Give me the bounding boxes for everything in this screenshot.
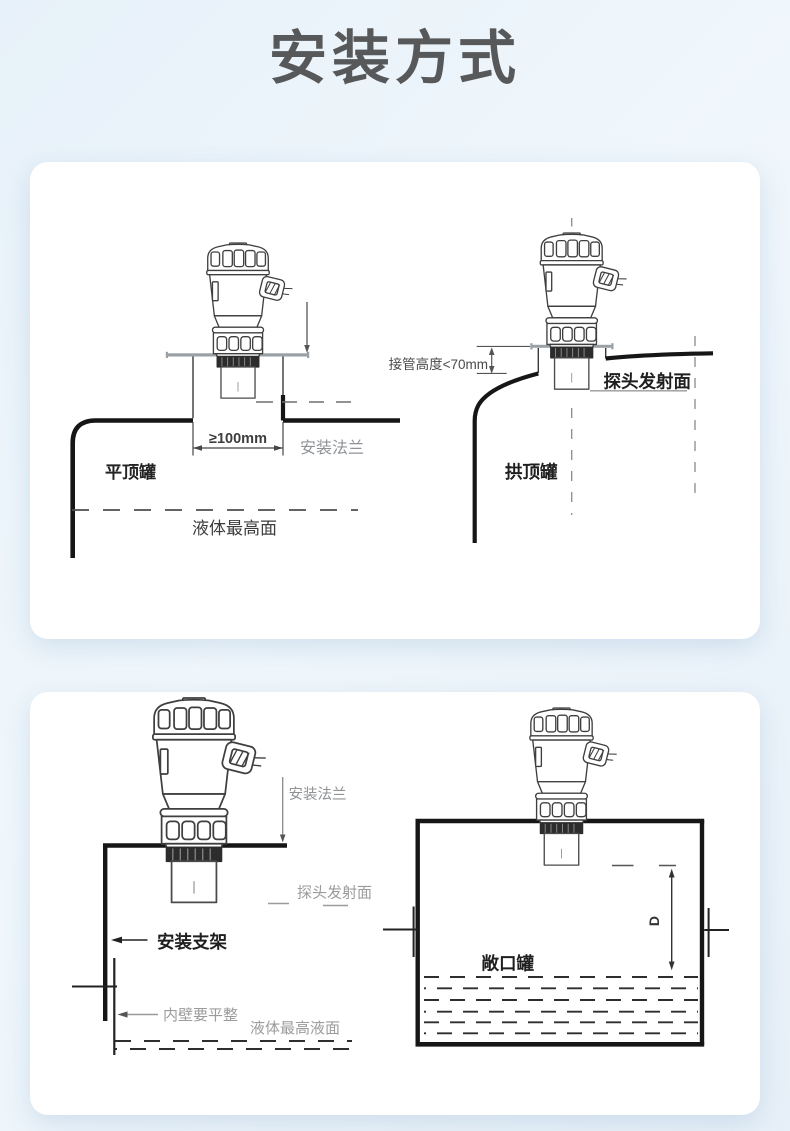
arrow-left-icon — [193, 445, 202, 451]
open-tank-diagram: D 敞口罐 — [383, 707, 729, 1047]
right-pipe-stub — [704, 908, 729, 957]
max-liquid-label: 液体最高液面 — [250, 1020, 340, 1037]
dome-roof-left-wall — [472, 371, 539, 543]
probe-face-label: 探头发射面 — [604, 372, 692, 392]
open-tank-label: 敞口罐 — [482, 954, 535, 974]
level-sensor — [206, 242, 295, 399]
level-sensor — [529, 707, 619, 866]
flat-top-tank-diagram: ≥100mm 安装法兰 平顶罐 液体最高面 — [70, 242, 400, 558]
arrow-left-icon — [117, 1011, 128, 1018]
dome-roof-right — [605, 351, 714, 361]
level-sensor — [152, 697, 269, 904]
probe-face-label: 探头发射面 — [297, 885, 372, 902]
flat-tank-outline — [70, 418, 400, 558]
nozzle-height-label: 接管高度<70mm — [389, 356, 488, 372]
arrow-left-icon — [111, 936, 122, 944]
probe-face-level-line — [268, 902, 348, 907]
open-tank-walls — [415, 820, 705, 1045]
top-panel: ≥100mm 安装法兰 平顶罐 液体最高面 — [30, 162, 760, 639]
max-liquid-label: 液体最高面 — [192, 519, 277, 538]
flat-top-tank-label: 平顶罐 — [105, 462, 156, 482]
arrow-down-icon — [668, 961, 675, 971]
bracket-label: 安装支架 — [157, 932, 227, 952]
min-distance-label: ≥100mm — [209, 431, 267, 447]
arrow-down-icon — [304, 345, 310, 353]
bottom-panel: 安装法兰 探头发射面 安装支架 内壁要平整 液体最高液面 — [30, 692, 760, 1115]
range-dimension-label: D — [646, 916, 662, 926]
inner-wall-label: 内壁要平整 — [163, 1007, 238, 1024]
level-sensor — [539, 232, 629, 390]
bottom-panel-diagrams: 安装法兰 探头发射面 安装支架 内壁要平整 液体最高液面 — [72, 697, 729, 1055]
flange-label: 安装法兰 — [289, 786, 347, 803]
arrow-down-icon — [488, 366, 495, 374]
page-title: 安装方式 — [268, 26, 521, 91]
arrow-up-icon — [488, 347, 495, 355]
bracket-mount-diagram: 安装法兰 探头发射面 安装支架 内壁要平整 液体最高液面 — [72, 697, 372, 1055]
flange-label: 安装法兰 — [300, 439, 364, 457]
arrow-up-icon — [668, 868, 675, 878]
top-panel-diagrams: ≥100mm 安装法兰 平顶罐 液体最高面 — [70, 218, 714, 558]
nozzle-walls — [192, 356, 284, 419]
dome-top-tank-diagram: 接管高度<70mm 探头发射面 拱顶罐 — [389, 218, 714, 543]
arrow-right-icon — [274, 445, 283, 451]
left-pipe-stub — [383, 906, 418, 957]
dome-top-tank-label: 拱顶罐 — [505, 462, 558, 482]
arrow-down-icon — [279, 834, 286, 843]
